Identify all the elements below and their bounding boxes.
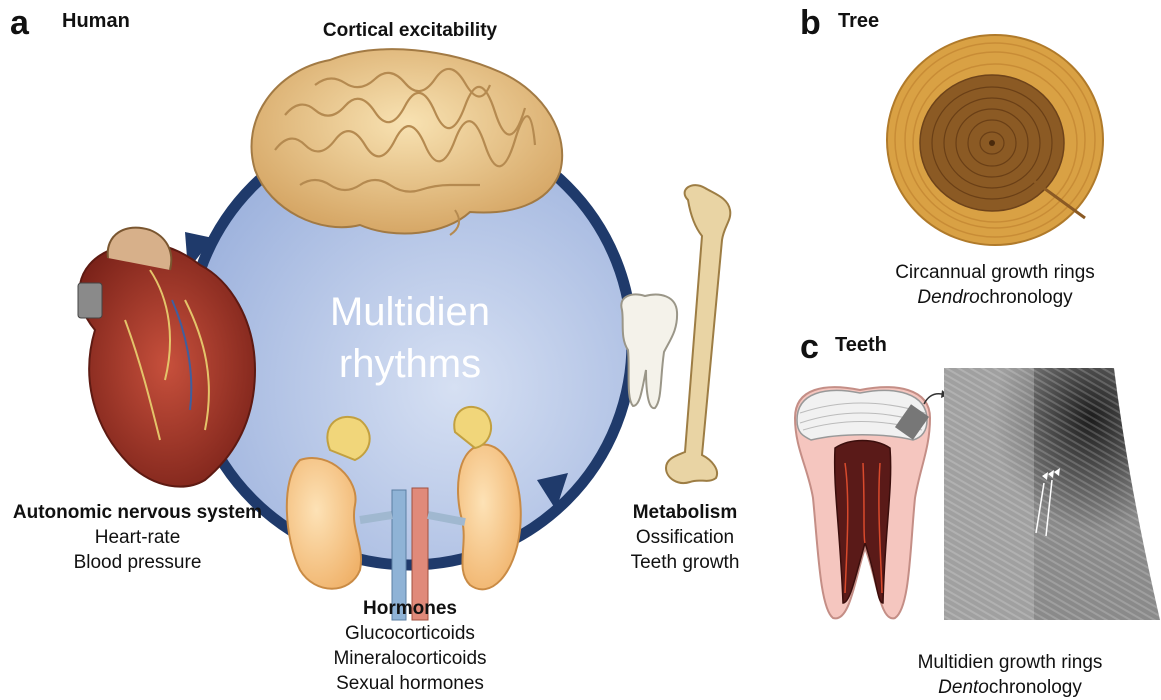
tooth-microscopy-image	[944, 368, 1160, 620]
tree-caption-rest: chronology	[980, 287, 1073, 308]
tree-caption-italic: Dendro	[917, 287, 979, 308]
cortical-label: Cortical excitability	[280, 18, 540, 43]
cortical-label-title: Cortical excitability	[280, 18, 540, 43]
teeth-caption: Multidien growth rings Dentochronology	[860, 650, 1160, 700]
center-title-line2: rhythms	[280, 338, 540, 390]
metabolism-item: Ossification	[610, 525, 760, 550]
tooth-illustration	[621, 295, 677, 409]
hormones-item: Mineralocorticoids	[300, 646, 520, 671]
tree-caption-line1: Circannual growth rings	[860, 260, 1130, 285]
panel-c-letter: c	[800, 330, 819, 364]
teeth-caption-line2: Dentochronology	[860, 675, 1160, 700]
metabolism-label-title: Metabolism	[610, 500, 760, 525]
tree-caption-line2: Dendrochronology	[860, 285, 1130, 310]
autonomic-label: Autonomic nervous system Heart-rate Bloo…	[5, 500, 270, 575]
tree-rings-illustration	[880, 28, 1110, 253]
panel-b-title: Tree	[838, 10, 879, 33]
panel-b-letter: b	[800, 6, 821, 40]
panel-c-title: Teeth	[835, 334, 887, 357]
brain-illustration	[252, 49, 563, 235]
teeth-caption-line1: Multidien growth rings	[860, 650, 1160, 675]
hormones-item: Sexual hormones	[300, 671, 520, 696]
center-title-line1: Multidien	[280, 286, 540, 338]
femur-illustration	[666, 185, 730, 483]
metabolism-label: Metabolism Ossification Teeth growth	[610, 500, 760, 575]
hormones-label-title: Hormones	[300, 596, 520, 621]
tooth-cross-section	[785, 378, 945, 628]
hormones-item: Glucocorticoids	[300, 621, 520, 646]
center-title: Multidien rhythms	[280, 286, 540, 390]
tree-caption: Circannual growth rings Dendrochronology	[860, 260, 1130, 310]
autonomic-item: Heart-rate	[5, 525, 270, 550]
metabolism-item: Teeth growth	[610, 550, 760, 575]
autonomic-label-title: Autonomic nervous system	[5, 500, 270, 525]
autonomic-item: Blood pressure	[5, 550, 270, 575]
hormones-label: Hormones Glucocorticoids Mineralocortico…	[300, 596, 520, 696]
